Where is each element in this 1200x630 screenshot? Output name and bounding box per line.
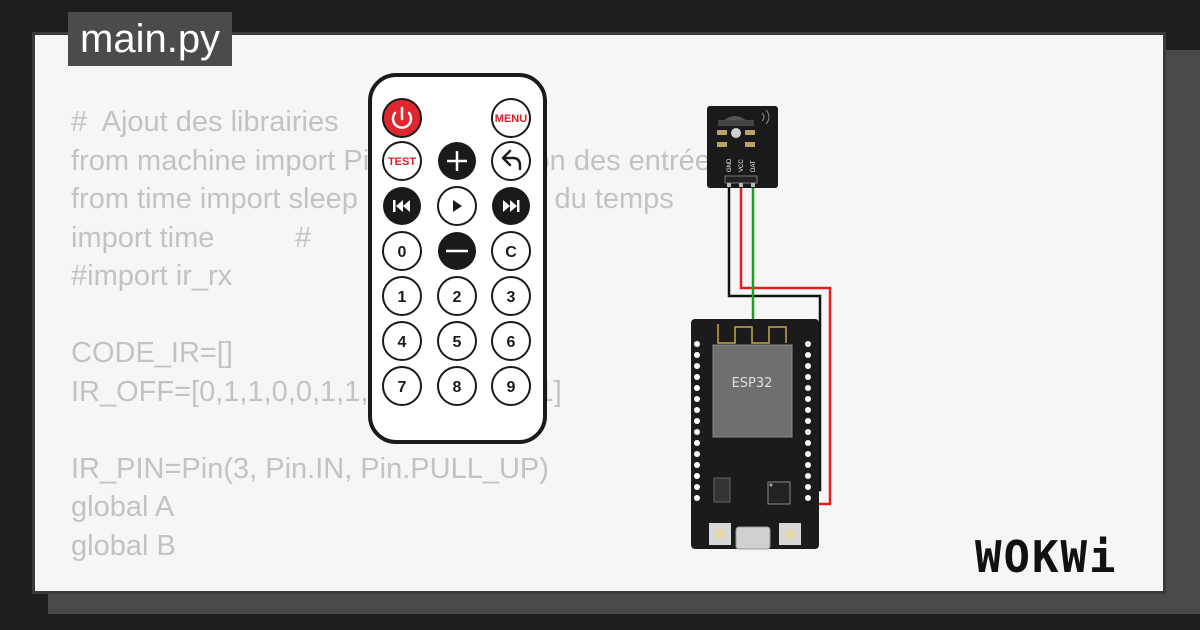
fast-forward-icon xyxy=(503,200,520,212)
wokwi-logo: WOKWi xyxy=(975,532,1118,583)
key-c-label: C xyxy=(505,244,517,261)
key-9-label: 9 xyxy=(507,379,516,396)
wire-red[interactable] xyxy=(739,186,832,506)
code-line: IR_OFF=[0,1,1,0,0,1,1, 1] xyxy=(71,375,562,408)
rewind-icon xyxy=(393,200,410,212)
esp32-chip-label: ESP32 xyxy=(732,376,773,391)
esp32-board[interactable]: ESP32 xyxy=(691,319,819,550)
prev-button[interactable] xyxy=(383,187,421,225)
key-3-button[interactable]: 3 xyxy=(491,276,531,316)
menu-button[interactable]: MENU xyxy=(491,98,531,138)
test-label: TEST xyxy=(388,156,416,168)
key-9-button[interactable]: 9 xyxy=(491,366,531,406)
key-0-button[interactable]: 0 xyxy=(382,231,422,271)
ir-remote[interactable]: MENU TEST xyxy=(368,73,547,444)
plus-icon xyxy=(447,151,467,171)
back-arrow-icon xyxy=(501,149,522,171)
right-pin-header xyxy=(805,341,811,501)
key-5-button[interactable]: 5 xyxy=(437,321,477,361)
back-button[interactable] xyxy=(491,141,531,181)
code-line: IR_PIN=Pin(3, Pin.IN, Pin.PULL_UP) xyxy=(71,452,549,485)
menu-label: MENU xyxy=(495,113,527,125)
code-line: # Ajout des librairies xyxy=(71,106,339,138)
play-button[interactable] xyxy=(437,186,477,226)
code-line: #import ir_rx xyxy=(71,260,233,292)
file-tab[interactable]: main.py xyxy=(68,12,233,66)
key-2-button[interactable]: 2 xyxy=(437,276,477,316)
left-pin-header xyxy=(694,341,700,501)
plus-button[interactable] xyxy=(438,142,476,180)
key-6-button[interactable]: 6 xyxy=(491,321,531,361)
key-7-label: 7 xyxy=(398,379,407,396)
key-6-label: 6 xyxy=(507,334,516,351)
minus-button[interactable] xyxy=(438,232,476,270)
key-0-label: 0 xyxy=(398,244,407,261)
test-button[interactable]: TEST xyxy=(382,141,422,181)
power-icon xyxy=(391,106,413,129)
key-8-button[interactable]: 8 xyxy=(437,366,477,406)
power-button[interactable] xyxy=(382,98,422,138)
key-2-label: 2 xyxy=(453,289,462,306)
key-1-label: 1 xyxy=(398,289,407,306)
code-line: global B xyxy=(71,529,176,562)
ir-receiver-module[interactable]: GND VCC DAT xyxy=(707,106,778,188)
key-c-button[interactable]: C xyxy=(491,231,531,271)
key-4-button[interactable]: 4 xyxy=(382,321,422,361)
key-4-label: 4 xyxy=(398,334,407,351)
code-line: global A xyxy=(71,491,175,523)
key-8-label: 8 xyxy=(453,379,462,396)
code-line: CODE_IR=[] xyxy=(71,337,233,369)
pin-label-dat: DAT xyxy=(751,160,757,172)
pin-label-vcc: VCC xyxy=(739,159,745,172)
next-button[interactable] xyxy=(492,187,530,225)
key-3-label: 3 xyxy=(507,289,516,306)
play-icon xyxy=(453,200,462,212)
key-7-button[interactable]: 7 xyxy=(382,366,422,406)
pin-label-gnd: GND xyxy=(727,158,733,172)
key-1-button[interactable]: 1 xyxy=(382,276,422,316)
key-5-label: 5 xyxy=(453,334,462,351)
